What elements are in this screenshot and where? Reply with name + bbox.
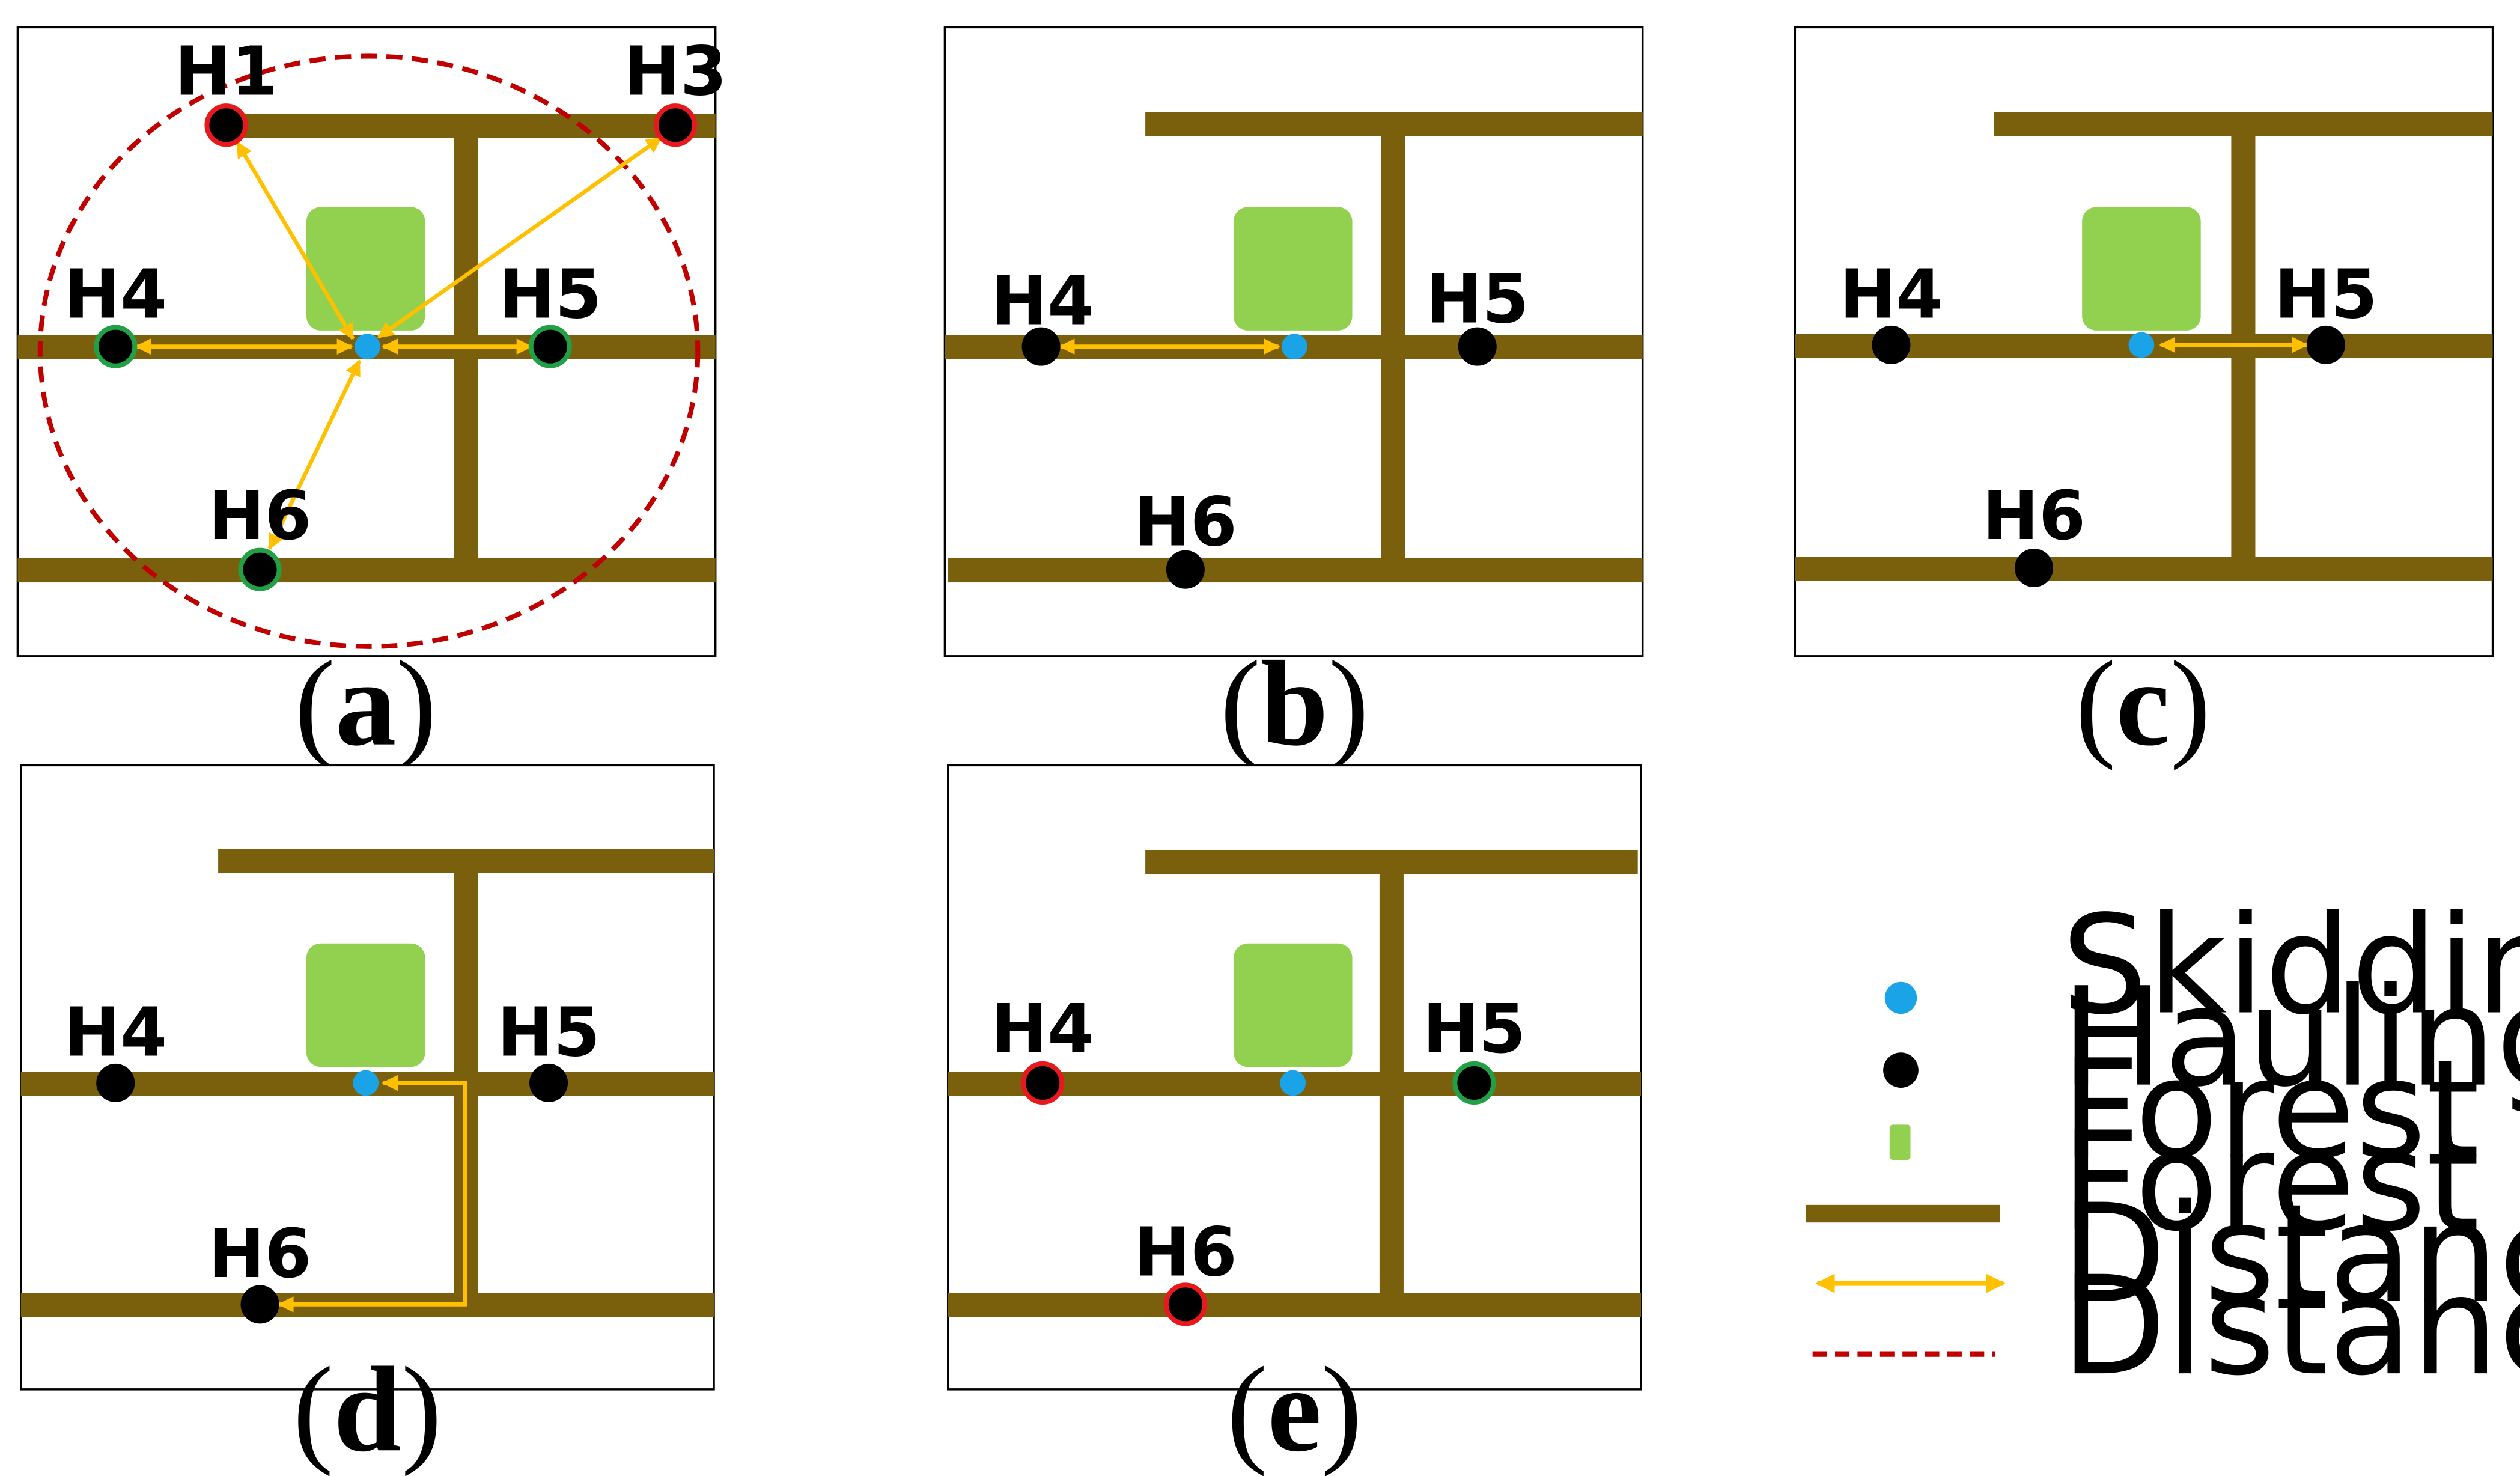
legend-skidding-place-label: Skidding Place: [2061, 885, 2520, 1044]
forest-road: [1795, 557, 2493, 581]
panel-d: H4 H5 H6 (d): [20, 764, 715, 1476]
hauling-place-h1: [204, 103, 248, 147]
distance-arrow-h6: [267, 359, 362, 550]
hauling-place-h3: [653, 103, 697, 147]
distance-arrow-h6-road-path: [277, 1075, 467, 1313]
legend-forest-stand-label: Forest Stand: [2061, 1030, 2520, 1189]
label-h5: H5: [499, 256, 602, 334]
hauling-place-h4: [96, 1063, 135, 1102]
caption-e: (e): [1227, 1341, 1362, 1476]
distance-arrow-h1: [236, 141, 355, 340]
hauling-place-h6: [2015, 548, 2054, 588]
caption-letter: a: [335, 636, 396, 771]
label-h1: H1: [175, 33, 278, 111]
hauling-place-h5: [1452, 1061, 1496, 1105]
forest-stand: [306, 943, 425, 1067]
caption-letter: d: [333, 1341, 401, 1476]
legend-forest-road-symbol: [1806, 1204, 2001, 1223]
forest-stand: [306, 207, 425, 331]
hauling-place-h6: [238, 547, 282, 591]
caption-c: (c): [2075, 636, 2211, 771]
skidding-place: [355, 334, 380, 359]
caption-letter: c: [2116, 636, 2170, 771]
forest-stand: [1233, 943, 1353, 1067]
label-h6: H6: [208, 477, 312, 555]
caption-d: (d): [293, 1341, 442, 1476]
hauling-place-h5: [2306, 325, 2345, 364]
hauling-place-h4: [1872, 325, 1911, 364]
skidding-place: [1280, 1070, 1306, 1096]
label-h5: H5: [1426, 261, 1529, 339]
skidding-place: [353, 1070, 379, 1096]
label-h5: H5: [1422, 990, 1526, 1069]
forest-stand: [1233, 207, 1353, 331]
hauling-place-h4: [1021, 1061, 1065, 1105]
label-h6: H6: [1134, 1213, 1237, 1292]
hauling-place-h5: [1458, 327, 1497, 366]
skidding-place: [2128, 332, 2155, 358]
label-h5: H5: [2274, 256, 2378, 334]
hauling-place-h6: [1163, 1282, 1207, 1326]
legend-distance-limit-label: Distance Limit: [2061, 1246, 2520, 1406]
caption-a: (a): [294, 636, 437, 771]
label-h6: H6: [1134, 484, 1237, 562]
label-h4: H4: [64, 994, 167, 1072]
forest-road: [948, 558, 1643, 583]
distance-limit-circle: [37, 53, 701, 649]
forest-road: [17, 558, 716, 583]
label-h3: H3: [624, 33, 727, 111]
label-h6: H6: [1982, 477, 2086, 555]
caption-letter: e: [1267, 1341, 1321, 1476]
label-h4: H4: [64, 256, 167, 334]
label-h6: H6: [208, 1215, 312, 1293]
hauling-place-h6: [1166, 550, 1205, 589]
caption-letter: b: [1261, 636, 1328, 771]
forest-road: [948, 1293, 1642, 1317]
label-h4: H4: [1840, 256, 1943, 334]
panel-c: H4 H5 H6 (c): [1794, 26, 2494, 771]
panel-e: H4 H5 H6 (e): [947, 764, 1642, 1476]
forest-stand: [2082, 207, 2201, 331]
legend-forest-stand-symbol: [1889, 1124, 1911, 1160]
distance-analysis-arrows: [135, 136, 663, 550]
label-h4: H4: [991, 262, 1094, 340]
panel-a: H1 H3 H4 H5 H6 (a): [16, 26, 727, 771]
legend-distance-analysis-label: Distance Analysis: [2061, 1174, 2520, 1334]
legend-hauling-place-label: Hauling Place: [2061, 958, 2520, 1117]
legend-skidding-place-symbol: [1884, 981, 1917, 1014]
road-network: [948, 850, 1642, 1317]
legend-forest-road-label: Forest Road: [2061, 1102, 2520, 1261]
hauling-place-h4: [1021, 327, 1061, 366]
distance-arrow-h3: [377, 136, 663, 339]
label-h5: H5: [497, 994, 600, 1072]
legend: Skidding Place Hauling Place Forest Stan…: [1806, 885, 2520, 1406]
panel-b: H4 H5 H6 (b): [943, 26, 1644, 771]
skidding-place: [1282, 334, 1307, 359]
hauling-place-h6: [240, 1285, 279, 1324]
caption-b: (b): [1220, 636, 1369, 771]
hauling-place-h5: [528, 325, 572, 368]
label-h4: H4: [991, 990, 1094, 1069]
legend-hauling-place-symbol: [1883, 1052, 1919, 1088]
hauling-place-h4: [94, 325, 138, 368]
hauling-place-h5: [529, 1063, 568, 1102]
